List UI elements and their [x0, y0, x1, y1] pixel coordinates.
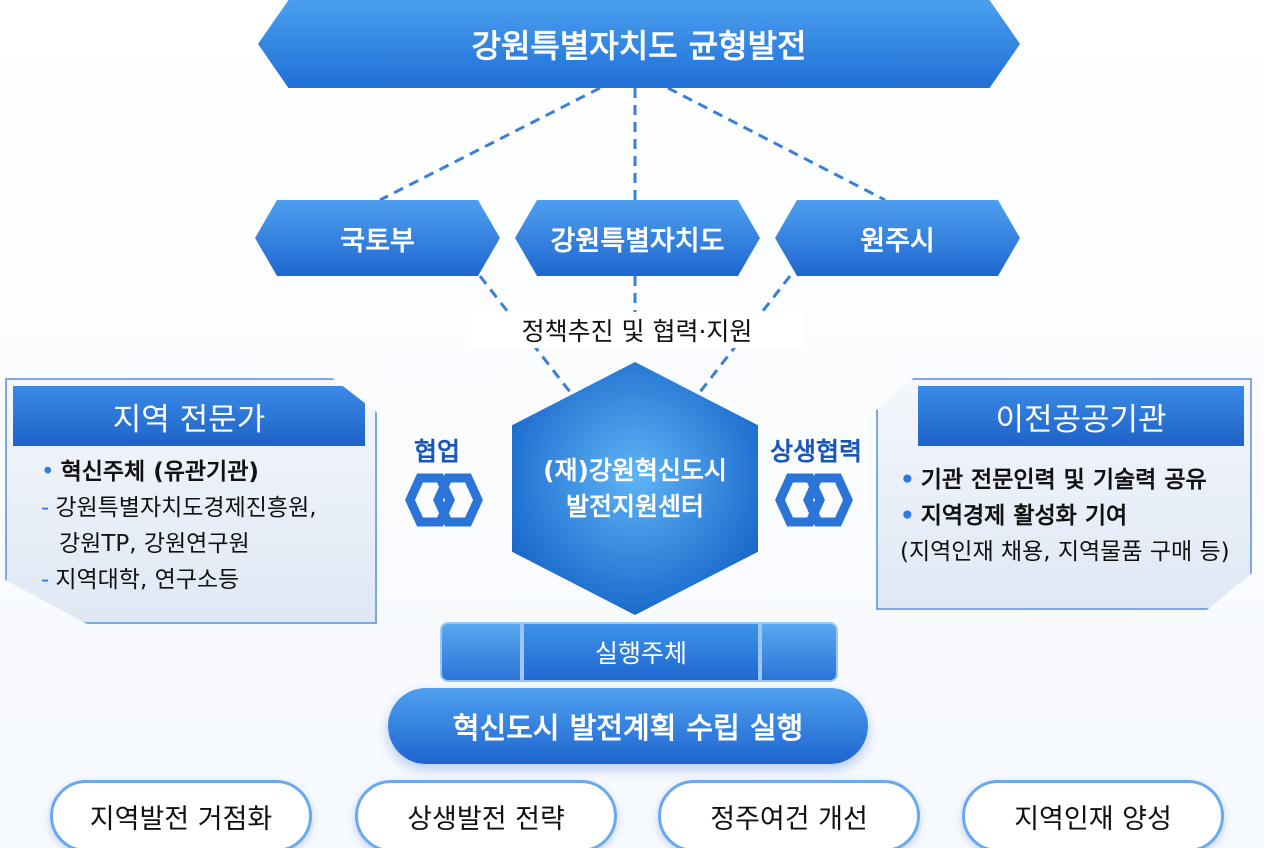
executor-bar-right [760, 622, 838, 682]
right-panel-title: 이전공공기관 [918, 386, 1244, 446]
connector-line [379, 86, 601, 202]
left-panel-heading: 혁신주체 (유관기관) [60, 459, 259, 485]
left-panel-item: 지역대학, 연구소등 [55, 567, 240, 593]
center-line1: (재)강원혁신도시 [543, 455, 727, 485]
partner-molit: 국토부 [255, 200, 500, 276]
right-panel-note: (지역인재 채용, 지역물품 구매 등) [900, 539, 1230, 565]
main-action: 혁신도시 발전계획 수립 실행 [388, 688, 868, 764]
policy-label: 정책추진 및 협력·지원 [470, 312, 804, 348]
bullet-icon: • [41, 459, 55, 485]
right-panel: 이전공공기관 •기관 전문인력 및 기술력 공유 •지역경제 활성화 기여 (지… [876, 378, 1252, 610]
collab-label: 협업 [414, 437, 461, 466]
bullet-icon: • [900, 467, 915, 493]
connector-line [667, 86, 886, 202]
goal-item: 지역인재 양성 [962, 780, 1224, 848]
partner-gangwon: 강원특별자치도 [515, 200, 760, 276]
goal-item: 지역발전 거점화 [50, 780, 312, 848]
executor-bar-left [440, 622, 522, 682]
dash-icon: - [41, 567, 50, 593]
left-panel-item: 강원특별자치도경제진흥원, [55, 495, 317, 521]
coexist-label: 상생협력 [770, 437, 863, 466]
dash-icon: - [41, 495, 50, 521]
right-panel-body: •기관 전문인력 및 기술력 공유 •지역경제 활성화 기여 (지역인재 채용,… [900, 462, 1230, 570]
right-panel-item: 기관 전문인력 및 기술력 공유 [920, 467, 1207, 493]
left-panel-item: 강원TP, 강원연구원 [59, 531, 250, 557]
partner-wonju: 원주시 [775, 200, 1020, 276]
left-panel-body: •혁신주체 (유관기관) -강원특별자치도경제진흥원, 강원TP, 강원연구원 … [41, 454, 317, 598]
left-panel-title: 지역 전문가 [13, 386, 365, 446]
center-line2: 발전지원센터 [565, 491, 704, 521]
executor-label: 실행주체 [522, 622, 760, 682]
right-panel-item: 지역경제 활성화 기여 [920, 503, 1128, 529]
goal-item: 상생발전 전략 [355, 780, 617, 848]
left-panel: 지역 전문가 •혁신주체 (유관기관) -강원특별자치도경제진흥원, 강원TP,… [5, 378, 377, 624]
bullet-icon: • [900, 503, 915, 529]
chain-icon-left [405, 473, 483, 527]
top-banner: 강원특별자치도 균형발전 [258, 0, 1020, 88]
chain-icon-right [775, 473, 853, 527]
goal-item: 정주여건 개선 [658, 780, 920, 848]
